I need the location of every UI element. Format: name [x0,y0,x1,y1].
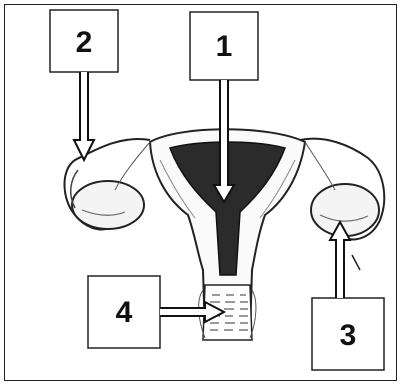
right-ovary [311,184,379,236]
label-4-text: 4 [116,296,133,329]
arrow-3 [330,222,350,298]
label-1-text: 1 [216,30,233,63]
label-2-text: 2 [76,26,93,59]
left-ovary [72,181,144,229]
arrow-2 [74,72,94,160]
label-3-text: 3 [340,319,357,352]
